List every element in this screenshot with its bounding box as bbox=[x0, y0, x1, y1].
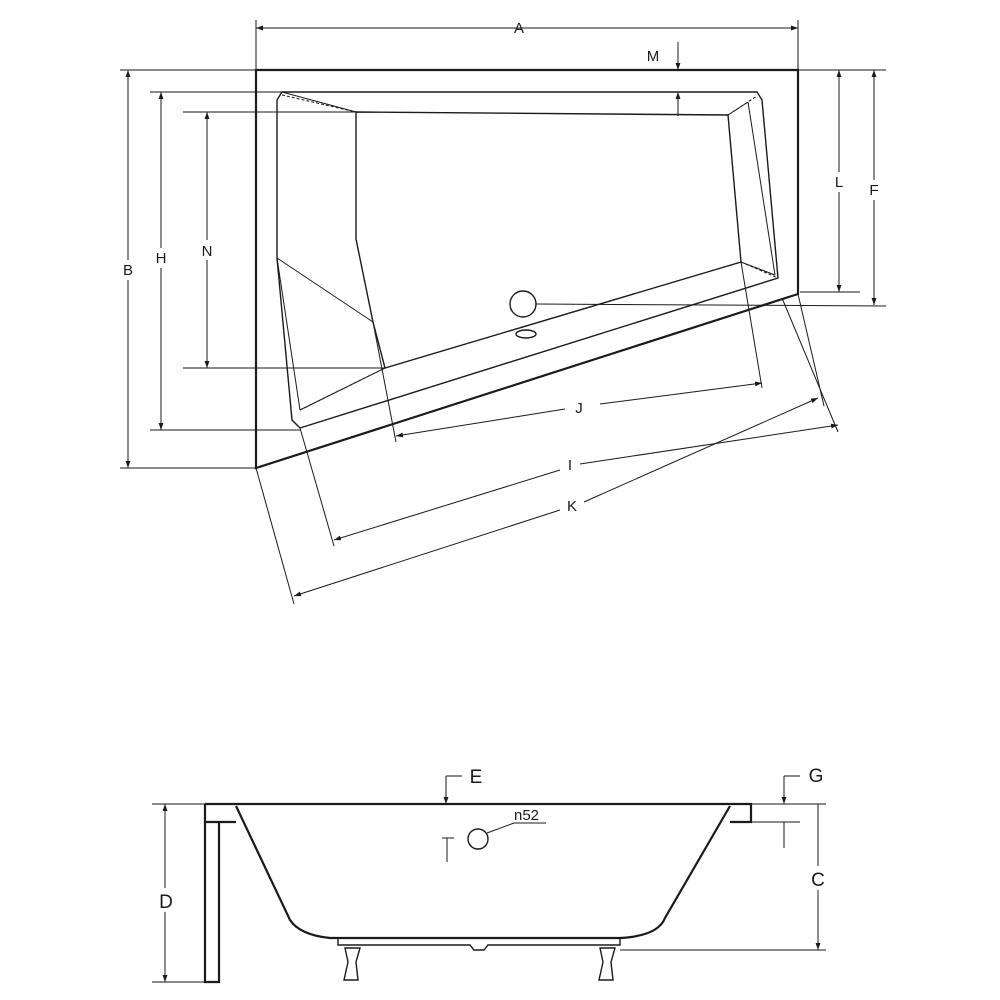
label-d: D bbox=[159, 892, 173, 913]
dimension-f: F bbox=[535, 69, 887, 307]
side-basin-body bbox=[235, 805, 731, 940]
label-a: A bbox=[514, 20, 524, 37]
label-b: B bbox=[123, 262, 133, 279]
label-k: K bbox=[567, 498, 577, 515]
label-m: M bbox=[647, 48, 660, 65]
side-view: n52 E G C bbox=[152, 766, 827, 984]
label-e: E bbox=[470, 767, 483, 788]
label-l: L bbox=[835, 174, 843, 191]
basin-dashed-edges bbox=[281, 94, 779, 411]
label-h: H bbox=[156, 250, 167, 267]
inner-rim-outline bbox=[276, 91, 779, 429]
label-n: N bbox=[202, 243, 213, 260]
apron-panel bbox=[203, 822, 221, 984]
basin-outline bbox=[355, 111, 742, 369]
dimension-b: B bbox=[120, 69, 256, 469]
support-foot-left bbox=[343, 947, 361, 981]
dimension-i: I bbox=[299, 297, 839, 547]
dimension-a: A bbox=[255, 20, 799, 70]
label-c: C bbox=[811, 870, 825, 891]
dimension-e: E bbox=[443, 767, 483, 804]
dimension-m: M bbox=[647, 42, 681, 116]
drain-oval bbox=[515, 329, 537, 339]
basin-slope-edges bbox=[276, 91, 776, 411]
dimension-n: N bbox=[183, 111, 385, 369]
dimension-c: C bbox=[620, 804, 827, 951]
dimension-g: G bbox=[751, 766, 826, 805]
basin-bottom-plate bbox=[337, 938, 621, 951]
side-overflow-circle bbox=[467, 828, 489, 850]
overflow-circle bbox=[509, 290, 537, 318]
overflow-label: n52 bbox=[514, 807, 539, 824]
label-g: G bbox=[809, 766, 824, 787]
dimension-k: K bbox=[255, 293, 825, 605]
dimension-j: J bbox=[372, 261, 763, 443]
support-foot-right bbox=[598, 947, 616, 981]
label-i: I bbox=[568, 457, 572, 474]
dimension-l: L bbox=[798, 69, 860, 293]
top-view: A M B H N bbox=[120, 20, 887, 605]
side-rim bbox=[203, 802, 753, 824]
dimension-h: H bbox=[150, 91, 300, 431]
label-j: J bbox=[575, 400, 583, 417]
dimension-d: D bbox=[152, 803, 205, 983]
label-f: F bbox=[869, 182, 878, 199]
